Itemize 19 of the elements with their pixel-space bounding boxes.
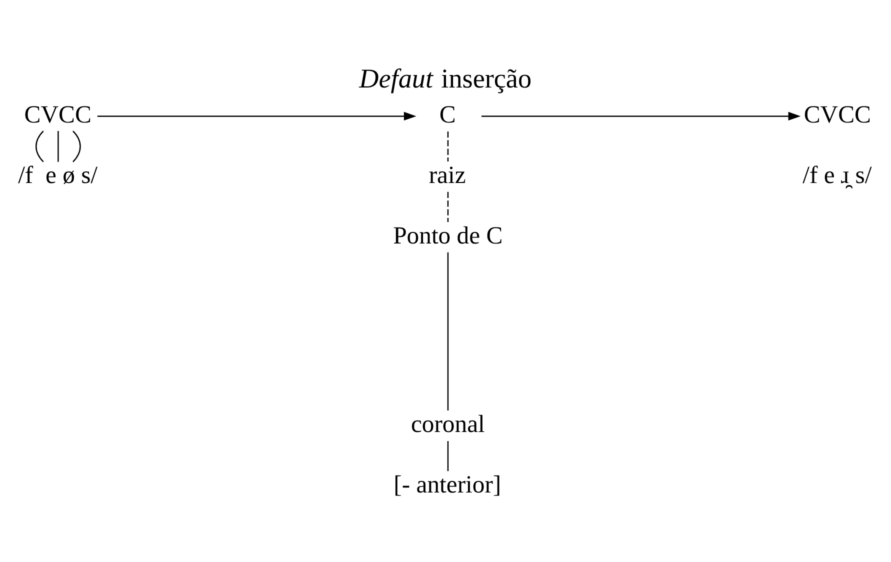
- node-text: /f e ɹ̯ s/: [802, 161, 872, 188]
- node-text: C: [439, 100, 456, 128]
- connector: [72, 130, 81, 162]
- connector: [447, 130, 449, 162]
- arrow: [481, 111, 801, 120]
- arrow: [97, 111, 416, 120]
- node-text: Ponto de C: [393, 222, 503, 249]
- connector: [447, 252, 449, 410]
- node-text: raiz: [428, 161, 466, 188]
- node-text: CVCC: [804, 100, 871, 128]
- diagram-title: Defaut inserção: [359, 62, 532, 93]
- node-text: [- anterior]: [394, 470, 502, 498]
- connector: [447, 191, 449, 222]
- connector: [58, 130, 59, 162]
- node-text: CVCC: [24, 100, 92, 128]
- node-text: coronal: [410, 410, 485, 438]
- connector: [447, 440, 449, 471]
- node-text: /f e ø s/: [18, 161, 98, 188]
- connector: [35, 130, 44, 162]
